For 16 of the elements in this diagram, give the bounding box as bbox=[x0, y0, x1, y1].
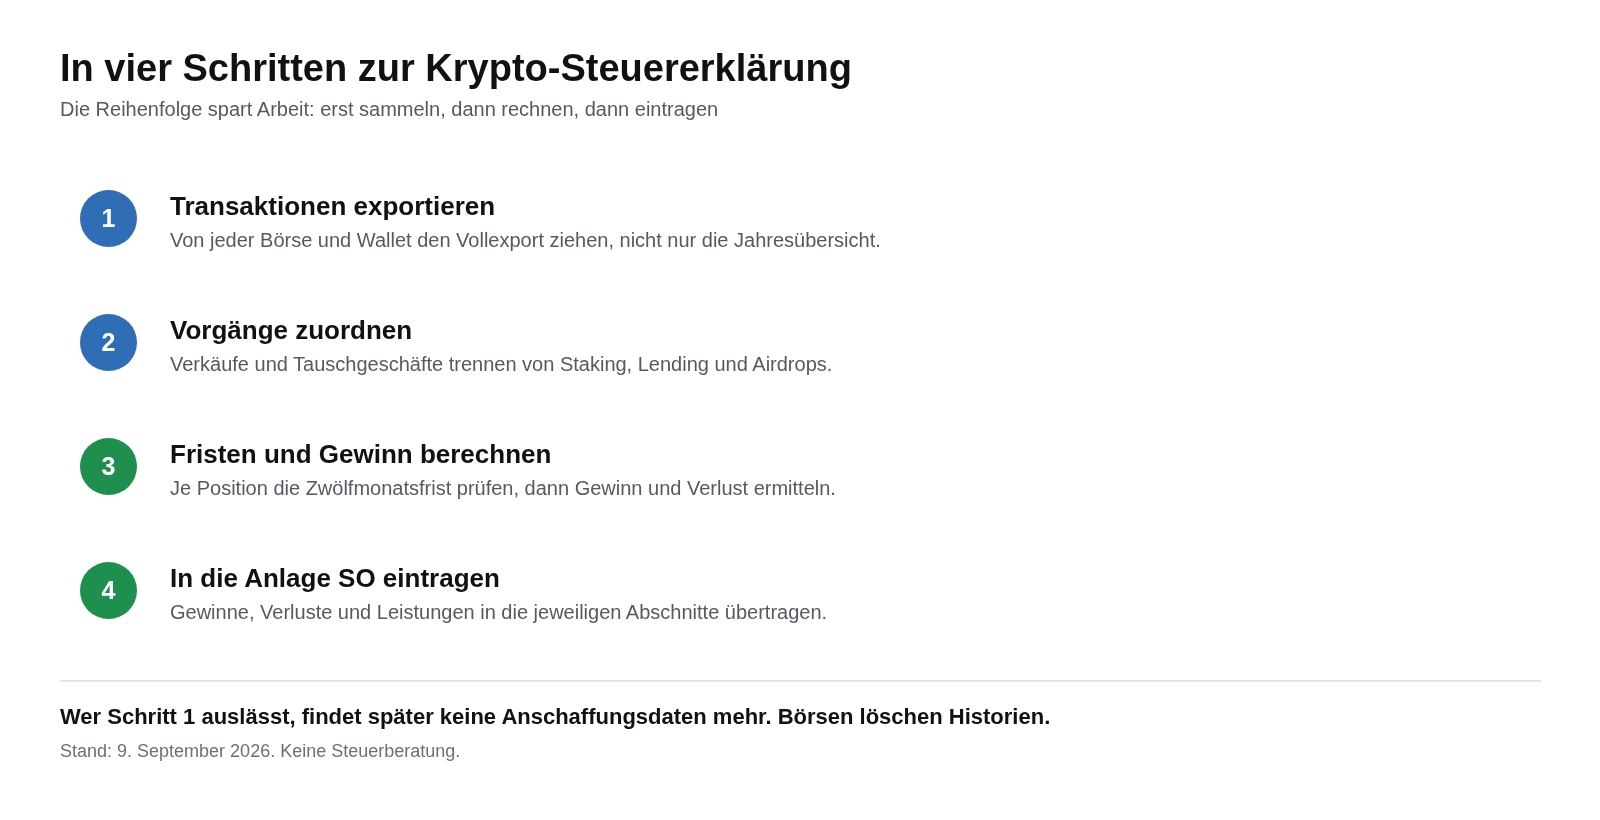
step-description: Je Position die Zwölfmonatsfrist prüfen, dann Gewinn und Verlust ermitteln. bbox=[170, 476, 836, 501]
step-description: Gewinne, Verluste und Leistungen in die jeweiligen Abschnitte übertragen. bbox=[170, 600, 828, 625]
step-number-circle: 4 bbox=[80, 562, 137, 619]
step-heading: Fristen und Gewinn berechnen bbox=[170, 438, 552, 470]
step-heading: Vorgänge zuordnen bbox=[170, 314, 413, 346]
step-number-circle: 2 bbox=[80, 314, 137, 371]
step-heading: Transaktionen exportieren bbox=[170, 190, 496, 222]
step-number-circle: 3 bbox=[80, 438, 137, 495]
step-number-circle: 1 bbox=[80, 190, 137, 247]
step-description: Von jeder Börse und Wallet den Vollexport ziehen, nicht nur die Jahresübersicht. bbox=[170, 228, 881, 253]
date-note: Stand: 9. September 2026. Keine Steuerberatung. bbox=[60, 740, 461, 763]
subtitle: Die Reihenfolge spart Arbeit: erst sammeln, dann rechnen, dann eintragen bbox=[60, 97, 719, 122]
warning-note: Wer Schritt 1 auslässt, findet später keine Anschaffungsdaten mehr. Börsen löschen Historien. bbox=[60, 703, 1051, 731]
step-description: Verkäufe und Tauschgeschäfte trennen von Staking, Lending und Airdrops. bbox=[170, 352, 833, 377]
title: In vier Schritten zur Krypto-Steuererklärung bbox=[60, 46, 852, 90]
step-heading: In die Anlage SO eintragen bbox=[170, 562, 500, 594]
